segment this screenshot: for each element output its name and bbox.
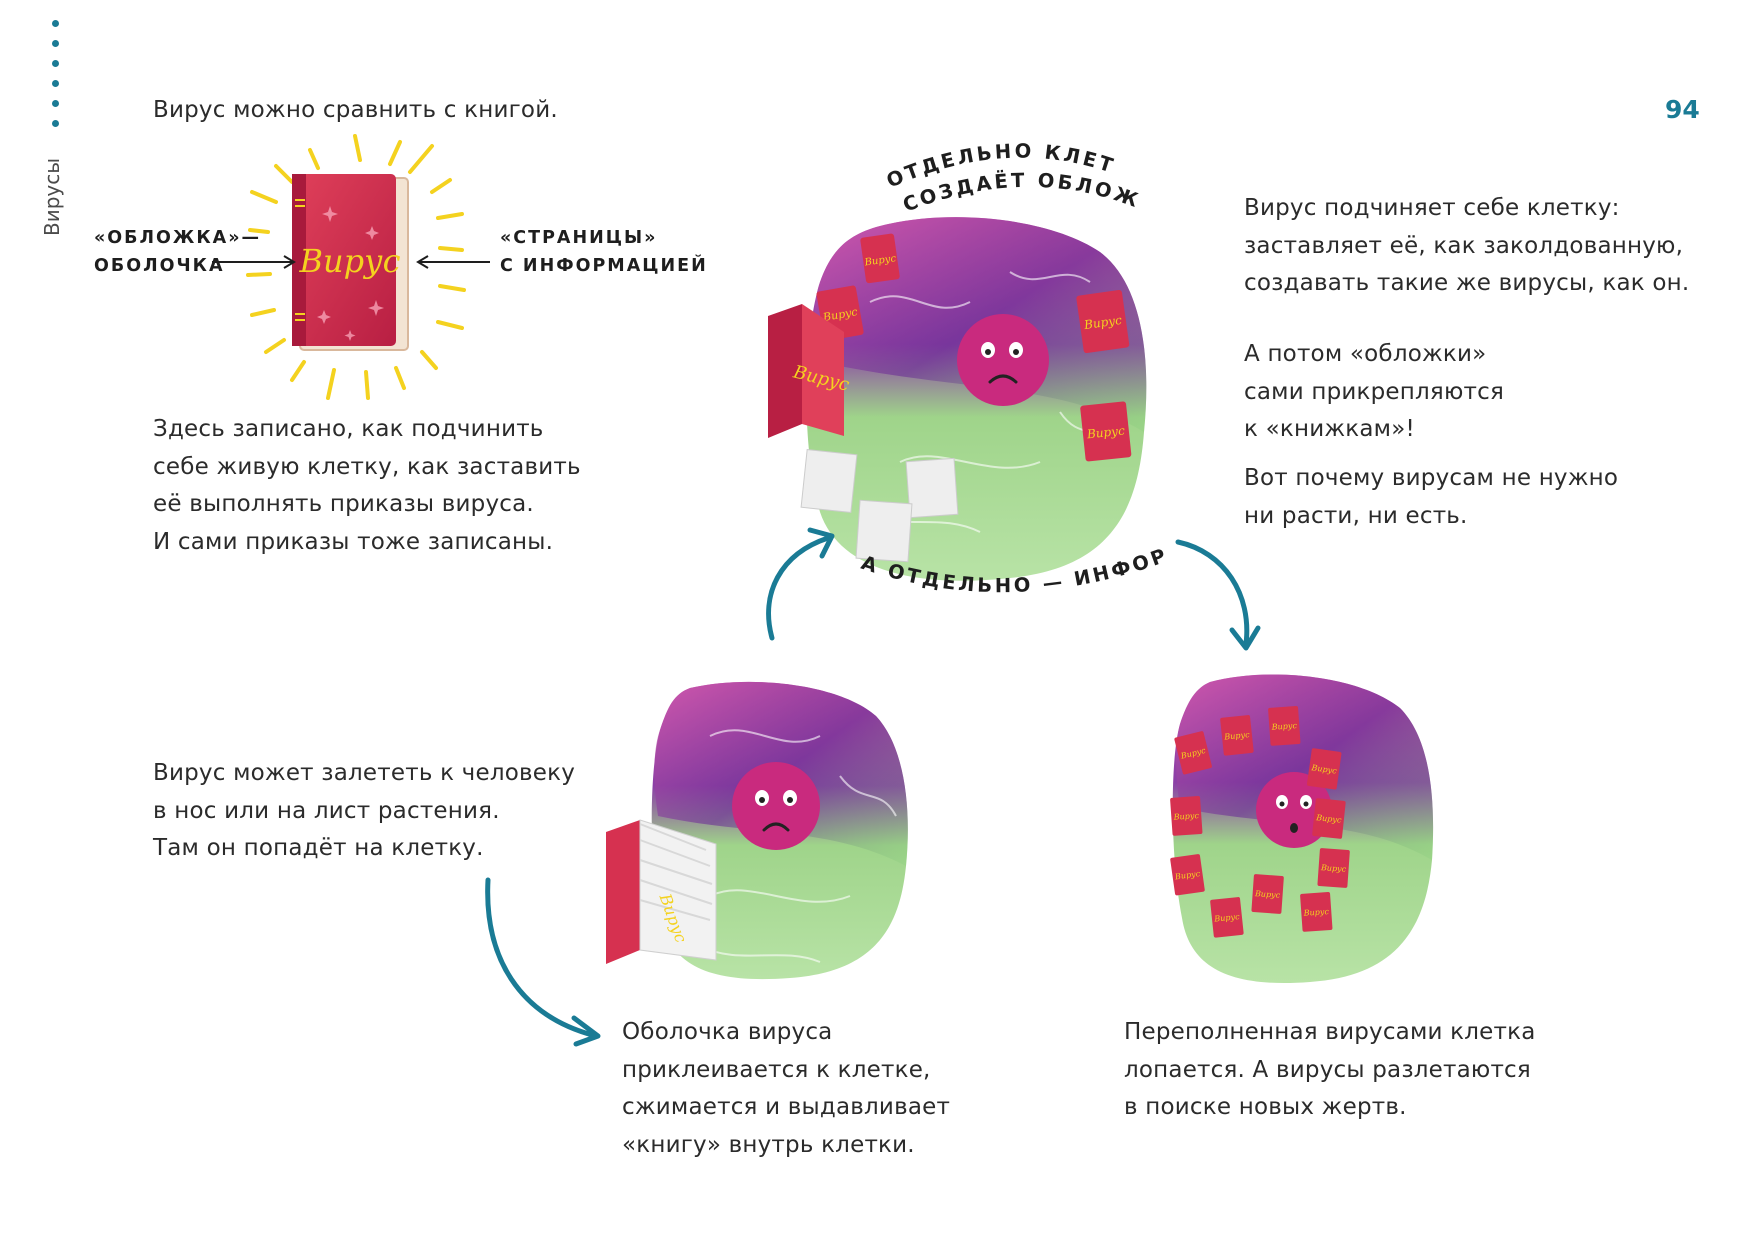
svg-text:Вирус: Вирус <box>1173 869 1201 882</box>
replication-text: Вирус подчиняет себе клетку: заставляет … <box>1244 195 1690 296</box>
many-virus-books: Вирус Вирус Вирус Вирус Вирус Вирус Виру… <box>1170 706 1350 938</box>
section-dot <box>52 120 59 127</box>
attaching-virus: Вирус <box>606 819 717 964</box>
assembly-text: А потом «обложки» сами прикрепляются к «… <box>1244 341 1504 442</box>
svg-text:Вирус: Вирус <box>1315 813 1343 825</box>
page-number: 94 <box>1665 95 1700 124</box>
page-copies <box>800 448 959 563</box>
svg-text:Вирус: Вирус <box>1270 721 1297 732</box>
section-label: Вирусы <box>40 157 64 236</box>
svg-text:Вирус: Вирус <box>1320 863 1347 874</box>
face <box>732 762 820 850</box>
pages-label: «СТРАНИЦЫ» С ИНФОРМАЦИЕЙ <box>500 228 708 276</box>
svg-text:Вирус: Вирус <box>863 253 897 268</box>
cell-full: Вирус Вирус Вирус Вирус Вирус Вирус Виру… <box>1170 674 1434 984</box>
svg-text:Вирус: Вирус <box>1302 907 1329 918</box>
pages-arrow <box>416 255 490 269</box>
top-caption: ОТДЕЛЬНО КЛЕТКА СОЗДАЁТ ОБЛОЖКИ <box>850 122 1140 217</box>
section-dot <box>52 80 59 87</box>
book-description: Здесь записано, как подчинить себе живую… <box>153 416 581 555</box>
face <box>957 314 1049 406</box>
arrow-step3-to-step4 <box>1175 539 1261 651</box>
arrow-step1-to-step2 <box>485 877 601 1047</box>
arrow-step2-to-step3 <box>766 527 835 641</box>
section-dot <box>52 60 59 67</box>
attach-text: Оболочка вируса приклеивается к клетке, … <box>622 1019 951 1158</box>
glow-rays <box>246 134 466 400</box>
svg-text:Вирус: Вирус <box>1172 811 1199 822</box>
loose-cover: Вирус <box>768 304 851 438</box>
intro-text: Вирус можно сравнить с книгой. <box>153 97 558 123</box>
cover-arrow <box>212 255 296 269</box>
book-illustration: Вирус <box>246 134 466 400</box>
conclusion-text: Вот почему вирусам не нужно ни расти, ни… <box>1244 465 1619 529</box>
book-title: Вирус <box>298 242 400 280</box>
section-dot <box>52 40 59 47</box>
book-cover <box>292 174 396 346</box>
svg-text:Вирус: Вирус <box>1254 889 1281 900</box>
svg-text:Вирус: Вирус <box>1213 912 1241 924</box>
svg-text:Вирус: Вирус <box>1085 423 1125 441</box>
svg-text:Вирус: Вирус <box>1310 763 1338 776</box>
svg-text:Вирус: Вирус <box>1082 313 1123 332</box>
cover-label: «ОБЛОЖКА»— ОБОЛОЧКА <box>94 228 262 276</box>
section-dot <box>52 20 59 27</box>
cell-replicating: Вирус Вирус Вирус Вирус <box>800 217 1147 581</box>
book-spine <box>292 174 306 346</box>
svg-text:Вирус: Вирус <box>1223 730 1251 742</box>
infection-text: Вирус может залететь к человеку в нос ил… <box>153 760 576 861</box>
book-copies: Вирус Вирус Вирус Вирус <box>816 233 1132 462</box>
bottom-caption: А ОТДЕЛЬНО — ИНФОРМАЦИЮ <box>837 522 1168 597</box>
svg-text:Вирус: Вирус <box>821 305 858 324</box>
burst-text: Переполненная вирусами клетка лопается. … <box>1124 1019 1536 1120</box>
section-dot <box>52 100 59 107</box>
